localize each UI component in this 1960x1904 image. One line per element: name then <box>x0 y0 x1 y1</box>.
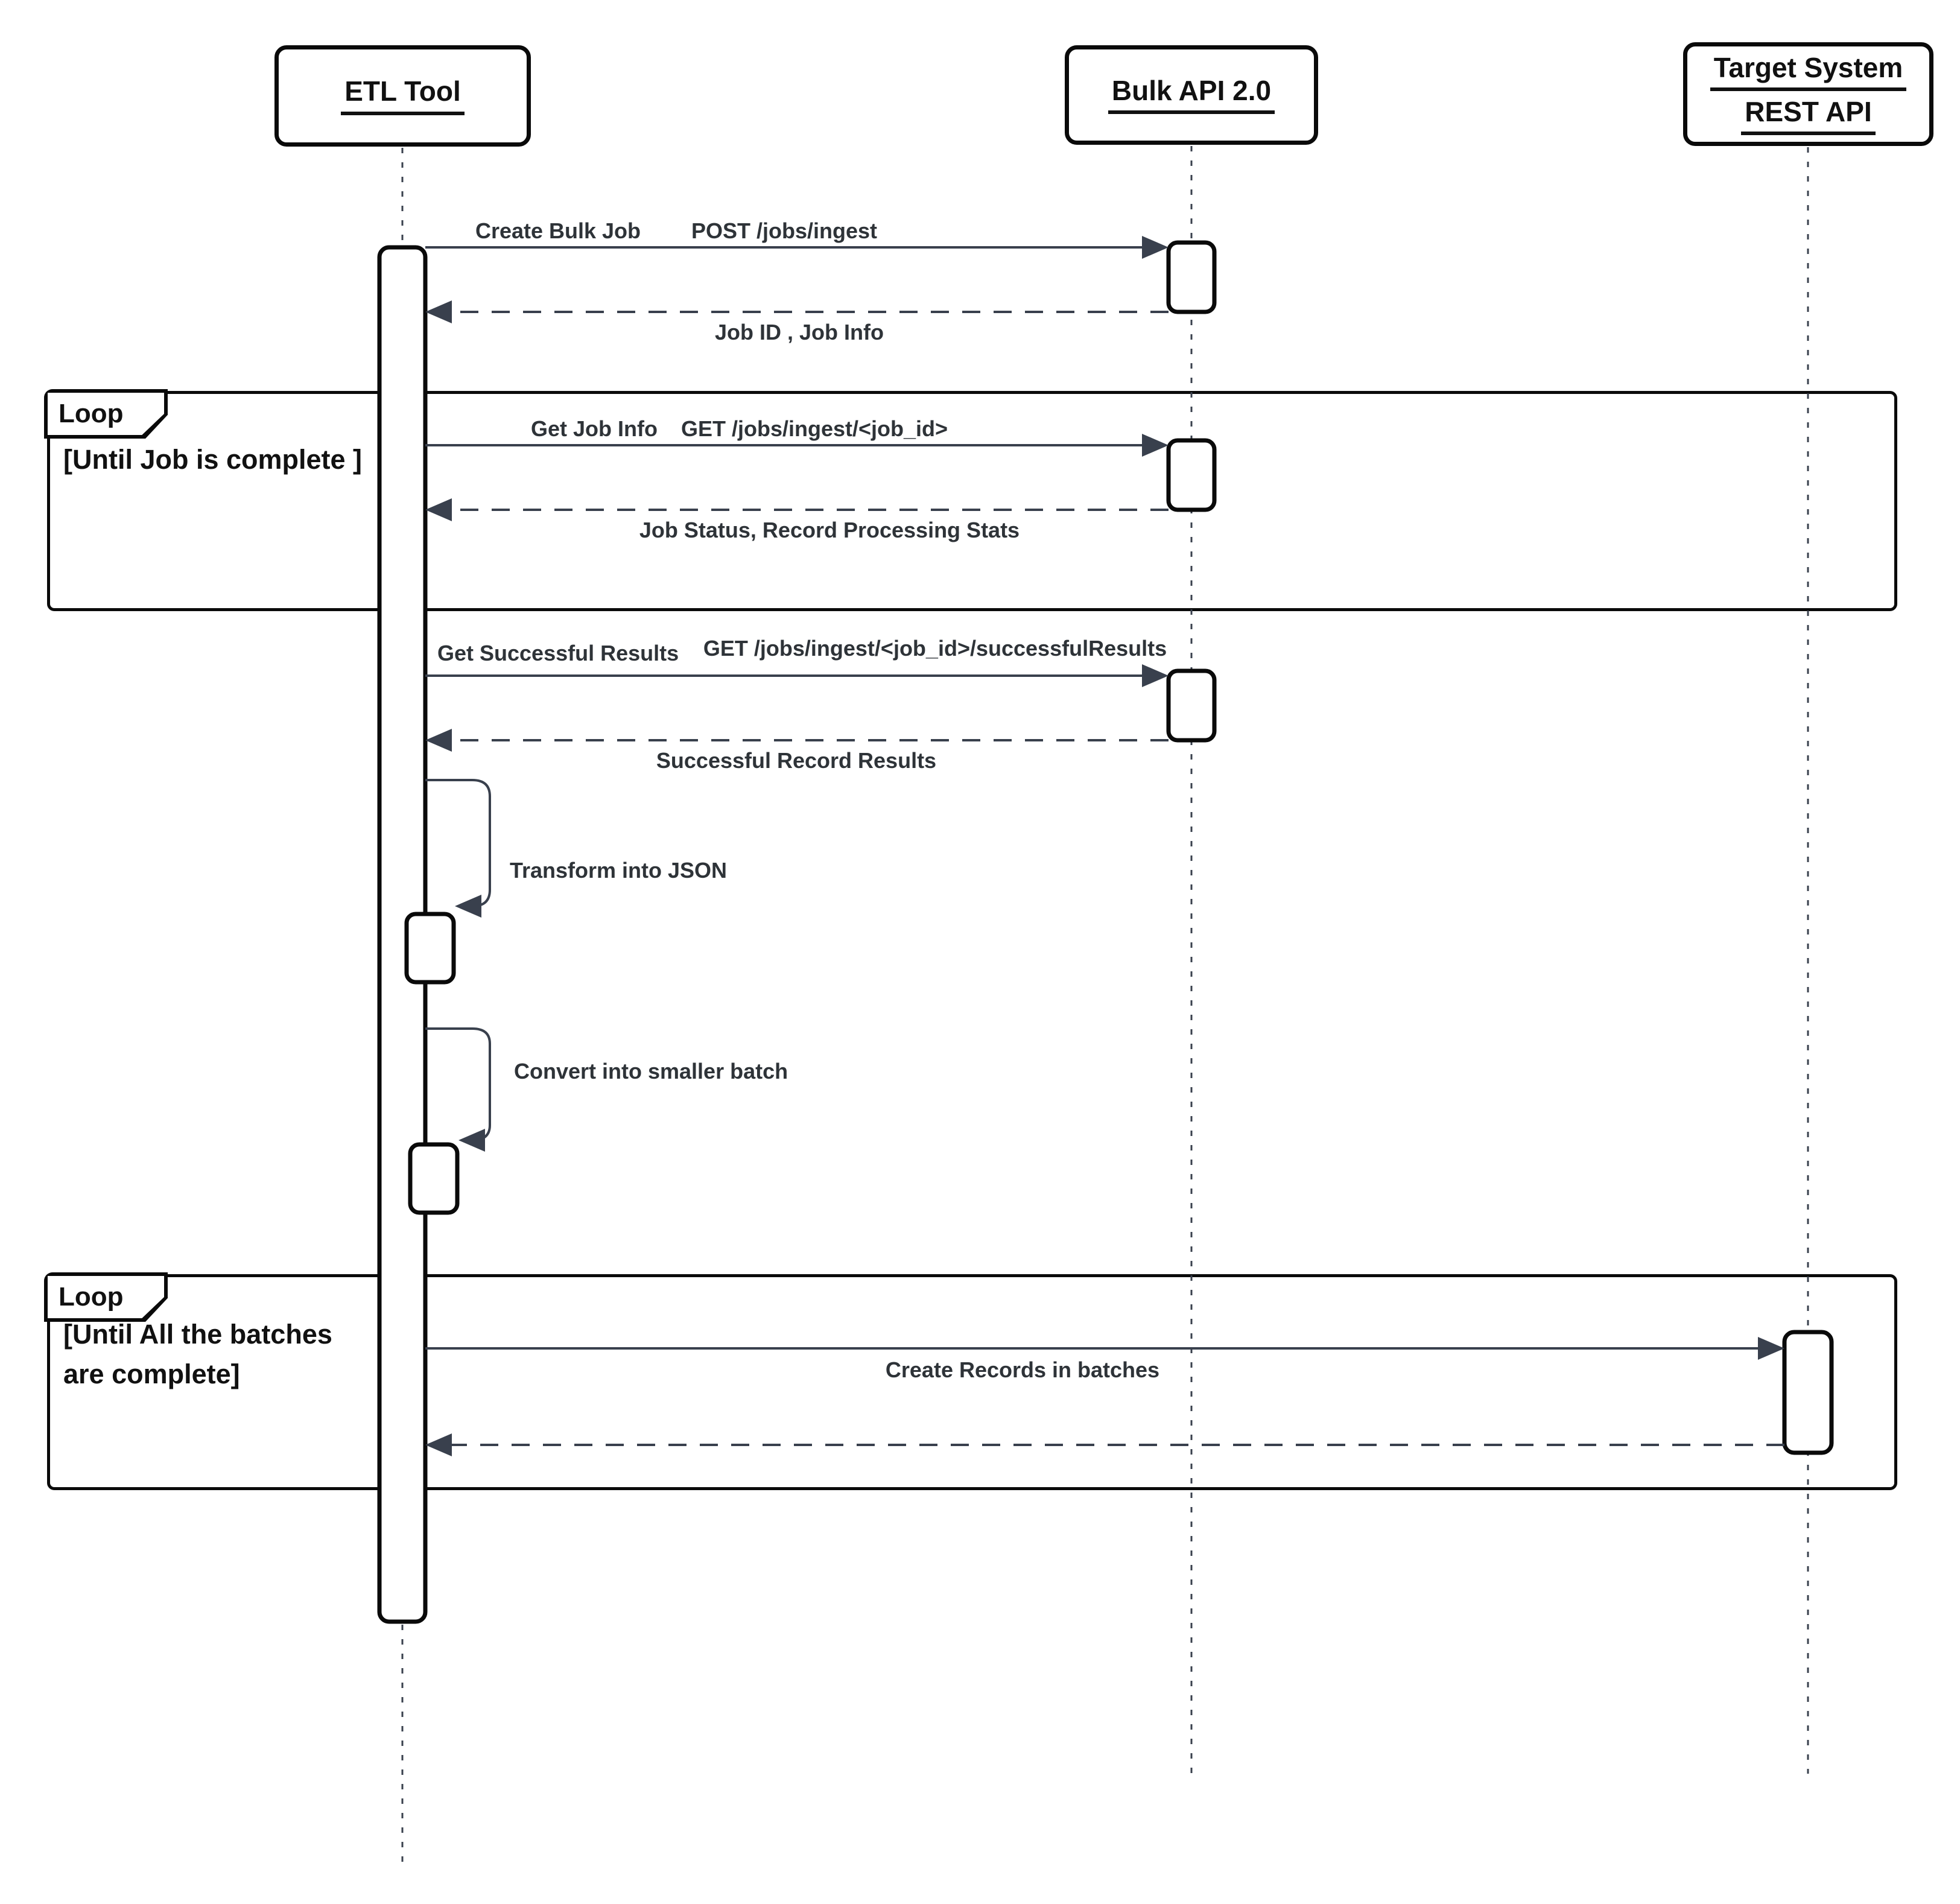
activation-bulk-create-job <box>1166 240 1217 314</box>
self-arrow-convert-batch <box>425 1027 491 1141</box>
loop2-tab: Loop <box>44 1272 168 1322</box>
arrowhead-reply-successful-results <box>425 729 452 752</box>
label-transform-into-json: Transform into JSON <box>510 858 728 883</box>
arrowhead-get-job-info <box>1142 434 1169 457</box>
arrowhead-get-successful-results <box>1142 664 1169 687</box>
loop-frame-until-batches-complete <box>47 1274 1897 1490</box>
activation-target-create-records <box>1782 1330 1834 1455</box>
actor-target-system-label-line2: REST API <box>1741 97 1876 136</box>
activation-bulk-get-job-info <box>1166 438 1217 512</box>
label-successful-record-results: Successful Record Results <box>656 748 937 773</box>
activation-etl-convert-batch <box>408 1142 460 1215</box>
loop-frame-until-job-complete <box>47 391 1897 611</box>
arrowhead-transform-json <box>455 895 481 918</box>
label-job-id-job-info: Job ID , Job Info <box>715 320 884 344</box>
actor-bulk-api: Bulk API 2.0 <box>1065 45 1318 145</box>
loop2-condition-line2: are complete] <box>63 1359 240 1389</box>
arrowhead-create-records <box>1758 1337 1784 1360</box>
actor-target-system: Target System REST API <box>1683 42 1933 146</box>
activation-bulk-get-results <box>1166 668 1217 743</box>
label-create-bulk-job: Create Bulk Job <box>475 218 641 243</box>
loop1-tab: Loop <box>44 389 168 439</box>
arrowhead-create-bulk-job <box>1142 236 1169 259</box>
loop2-title: Loop <box>48 1276 164 1318</box>
loop2-condition-line1: [Until All the batches <box>63 1319 332 1350</box>
label-get-job-info: Get Job Info <box>531 416 658 441</box>
label-get-jobs-ingest-jobid: GET /jobs/ingest/<job_id> <box>680 416 948 441</box>
label-create-records-in-batches: Create Records in batches <box>885 1357 1160 1382</box>
label-get-successful-results: Get Successful Results <box>437 641 679 665</box>
actor-bulk-api-label: Bulk API 2.0 <box>1108 76 1275 115</box>
arrowhead-reply-batches <box>425 1433 452 1456</box>
label-post-jobs-ingest: POST /jobs/ingest <box>691 218 878 243</box>
self-arrow-transform-json <box>425 779 491 907</box>
loop1-title: Loop <box>48 393 164 435</box>
arrowhead-convert-batch <box>458 1129 485 1152</box>
label-job-status-stats: Job Status, Record Processing Stats <box>639 518 1020 542</box>
label-convert-into-smaller-batch: Convert into smaller batch <box>514 1059 788 1084</box>
actor-etl-tool: ETL Tool <box>274 45 531 147</box>
activation-etl-transform-json <box>404 912 456 985</box>
arrowhead-reply-job-id <box>425 300 452 323</box>
label-get-successful-results-path: GET /jobs/ingest/<job_id>/successfulResu… <box>703 636 1167 661</box>
actor-target-system-label-line1: Target System <box>1710 52 1907 91</box>
actor-etl-tool-label: ETL Tool <box>341 77 465 115</box>
arrowhead-reply-job-status <box>425 498 452 521</box>
loop1-condition: [Until Job is complete ] <box>63 444 363 475</box>
